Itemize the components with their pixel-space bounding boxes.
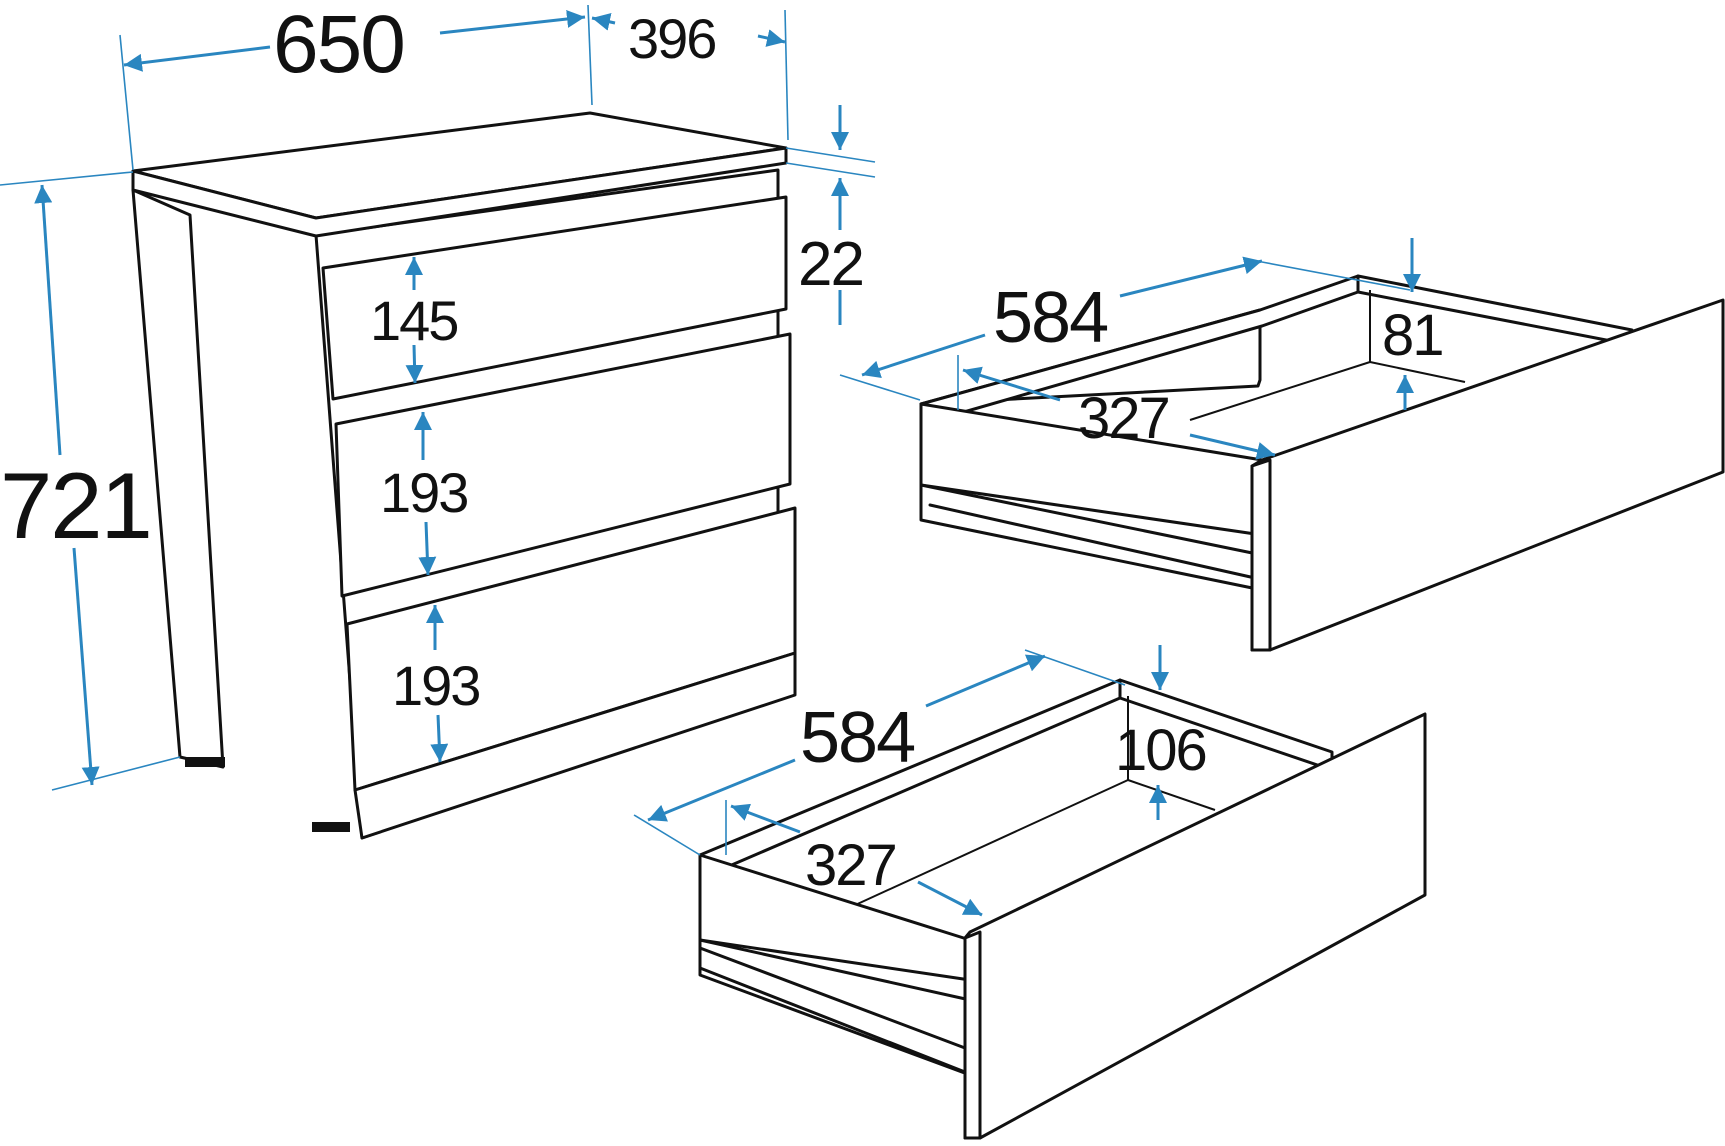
large-drawer-length-label: 584: [800, 698, 914, 778]
dresser-illustration: [131, 111, 797, 840]
dresser-drawer-front-1: [321, 195, 788, 401]
large-drawer-illustration: [698, 678, 1427, 1140]
large-drawer-front-edge: [963, 930, 982, 1140]
drawer-1-height-label: 145: [370, 289, 457, 352]
small-drawer-depth-label: 81: [1382, 303, 1443, 368]
dimension-lines: [0, 4, 1421, 917]
small-drawer-front-edge: [1250, 458, 1272, 652]
drawer-3-height-label: 193: [392, 654, 479, 717]
dresser-foot-right: [312, 822, 350, 832]
dresser-depth-label: 396: [628, 7, 715, 70]
large-drawer-depth-label: 106: [1115, 718, 1206, 783]
dimension-labels: 650 396 22 721 145 193 193 584 327 81 58…: [0, 0, 1445, 898]
dresser-top-thickness-label: 22: [798, 230, 863, 299]
large-drawer-width-label: 327: [805, 833, 896, 898]
dresser-drawer-front-2: [334, 332, 792, 598]
dresser-width-label: 650: [273, 0, 404, 90]
small-drawer-front-panel: [1250, 298, 1725, 652]
dresser-foot-left: [185, 757, 225, 767]
small-drawer-illustration: [919, 274, 1725, 652]
small-drawer-length-label: 584: [993, 278, 1107, 358]
dresser-height-label: 721: [0, 453, 151, 558]
dresser-plinth: [353, 651, 797, 840]
small-drawer-width-label: 327: [1078, 386, 1169, 451]
drawer-2-height-label: 193: [380, 461, 467, 524]
